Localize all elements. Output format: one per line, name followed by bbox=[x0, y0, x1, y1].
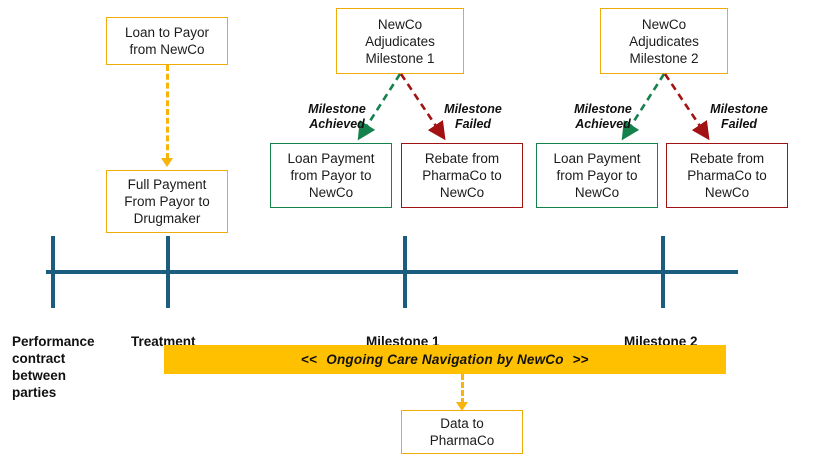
timeline-label-performance-contract: Performance contract between parties bbox=[12, 316, 112, 401]
timeline-tick-performance-contract bbox=[51, 236, 55, 308]
label-milestone-1-achieved: Milestone Achieved bbox=[296, 86, 378, 133]
timeline-tick-milestone-2 bbox=[661, 236, 665, 308]
box-loan-payment-milestone-2: Loan Payment from Payor to NewCo bbox=[536, 143, 658, 208]
box-rebate-milestone-2: Rebate from PharmaCo to NewCo bbox=[666, 143, 788, 208]
label-milestone-2-failed: Milestone Failed bbox=[694, 86, 784, 133]
box-loan-payment-milestone-2-label: Loan Payment from Payor to NewCo bbox=[553, 151, 641, 200]
label-milestone-1-failed-text: Milestone Failed bbox=[444, 101, 502, 132]
chevron-left-icon: << bbox=[301, 352, 318, 367]
timeline-tick-treatment bbox=[166, 236, 170, 308]
box-loan-payment-milestone-1: Loan Payment from Payor to NewCo bbox=[270, 143, 392, 208]
box-rebate-milestone-1-label: Rebate from PharmaCo to NewCo bbox=[422, 151, 502, 200]
box-loan-payment-milestone-1-label: Loan Payment from Payor to NewCo bbox=[287, 151, 375, 200]
timeline-label-performance-contract-text: Performance contract between parties bbox=[12, 334, 95, 400]
box-data-to-pharmaco-label: Data to PharmaCo bbox=[429, 416, 495, 448]
connector-loan-to-full-payment-arrowhead bbox=[161, 158, 173, 167]
label-milestone-2-failed-text: Milestone Failed bbox=[710, 101, 768, 132]
box-adjudicates-milestone-1: NewCo Adjudicates Milestone 1 bbox=[336, 8, 464, 74]
box-data-to-pharmaco: Data to PharmaCo bbox=[401, 410, 523, 454]
box-loan-to-payor: Loan to Payor from NewCo bbox=[106, 17, 228, 65]
label-milestone-1-failed: Milestone Failed bbox=[428, 86, 518, 133]
connector-care-bar-to-data-arrowhead bbox=[456, 402, 468, 411]
box-loan-to-payor-label: Loan to Payor from NewCo bbox=[124, 25, 210, 57]
connector-loan-to-full-payment bbox=[166, 65, 169, 159]
box-rebate-milestone-1: Rebate from PharmaCo to NewCo bbox=[401, 143, 523, 208]
box-adjudicates-milestone-2-label: NewCo Adjudicates Milestone 2 bbox=[629, 16, 699, 66]
box-rebate-milestone-2-label: Rebate from PharmaCo to NewCo bbox=[687, 151, 767, 200]
box-adjudicates-milestone-2: NewCo Adjudicates Milestone 2 bbox=[600, 8, 728, 74]
ongoing-care-navigation-label: Ongoing Care Navigation by NewCo bbox=[326, 352, 564, 367]
label-milestone-1-achieved-text: Milestone Achieved bbox=[308, 101, 366, 132]
box-adjudicates-milestone-1-label: NewCo Adjudicates Milestone 1 bbox=[365, 16, 435, 66]
label-milestone-2-achieved-text: Milestone Achieved bbox=[574, 101, 632, 132]
ongoing-care-navigation-bar: << Ongoing Care Navigation by NewCo >> bbox=[164, 345, 726, 374]
label-milestone-2-achieved: Milestone Achieved bbox=[562, 86, 644, 133]
box-full-payment: Full Payment From Payor to Drugmaker bbox=[106, 170, 228, 233]
timeline-axis bbox=[46, 270, 738, 274]
chevron-right-icon: >> bbox=[572, 352, 589, 367]
connector-care-bar-to-data bbox=[461, 374, 464, 404]
box-full-payment-label: Full Payment From Payor to Drugmaker bbox=[124, 177, 210, 226]
timeline-tick-milestone-1 bbox=[403, 236, 407, 308]
